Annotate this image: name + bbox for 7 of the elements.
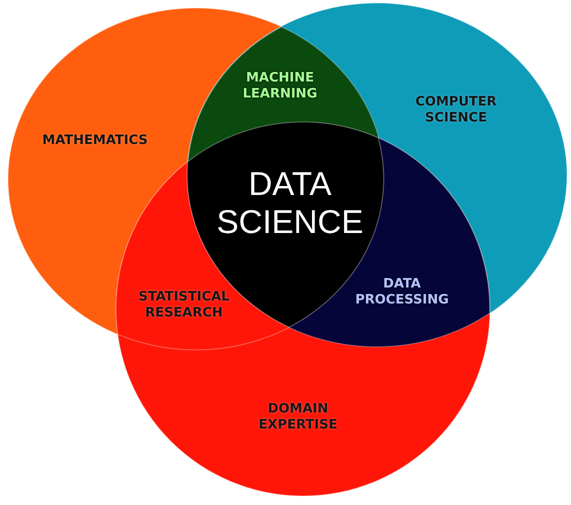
overlap-label: STATISTICAL RESEARCH (138, 289, 230, 321)
overlap-label: DATA PROCESSING (355, 276, 449, 308)
set-label: MATHEMATICS (42, 133, 148, 149)
set-label: COMPUTER SCIENCE (415, 94, 497, 126)
center-label: DATA SCIENCE (216, 165, 364, 241)
overlap-label: MACHINE LEARNING (242, 70, 318, 102)
set-label: DOMAIN EXPERTISE (258, 401, 338, 433)
